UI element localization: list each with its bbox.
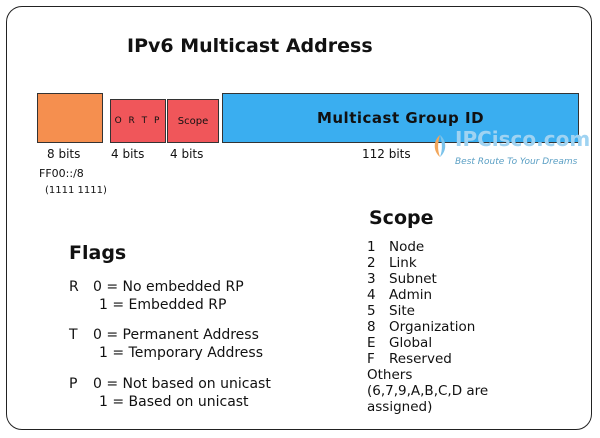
watermark-logo-icon [434, 135, 446, 157]
flag-t-one: 1 = Temporary Address [99, 345, 263, 361]
scope-name: Node [389, 239, 425, 255]
scope-row: 8 Organization [367, 319, 475, 335]
scope-code: 4 [367, 287, 376, 303]
scope-others-note: assigned) [367, 399, 433, 415]
group-id-box: Multicast Group ID [222, 93, 579, 143]
scope-name: Link [389, 255, 417, 271]
prefix-binary: (1111 1111) [45, 185, 107, 196]
flag-letter-t: T [69, 327, 78, 343]
scope-code: 2 [367, 255, 376, 271]
flag-p-zero: 0 = Not based on unicast [93, 376, 271, 392]
scope-name: Reserved [389, 351, 452, 367]
diagram-frame: IPv6 Multicast Address O R T P Scope Mul… [6, 6, 592, 430]
flags-heading: Flags [69, 242, 127, 264]
scope-row: 4 Admin [367, 287, 432, 303]
flag-letter-r: R [69, 279, 79, 295]
scope-code: 5 [367, 303, 376, 319]
watermark-brand: IPCisco.com [455, 127, 591, 151]
scope-code: 1 [367, 239, 376, 255]
scope-name: Global [389, 335, 433, 351]
scope-row: F Reserved [367, 351, 452, 367]
scope-name: Admin [389, 287, 433, 303]
scope-row: 3 Subnet [367, 271, 437, 287]
scope-others-label: Others [367, 367, 413, 383]
prefix-hex: FF00::/8 [39, 167, 84, 180]
diagram-title: IPv6 Multicast Address [127, 35, 373, 57]
scope-name: Site [389, 303, 415, 319]
flags-field-box: O R T P [110, 99, 166, 143]
group-id-label: Multicast Group ID [316, 109, 485, 127]
scope-code: 8 [367, 319, 376, 335]
scope-code: F [367, 351, 375, 367]
scope-heading: Scope [369, 207, 434, 229]
flag-p-one: 1 = Based on unicast [99, 394, 249, 410]
flag-r-zero: 0 = No embedded RP [93, 279, 244, 295]
bits-label-scope: 4 bits [170, 147, 204, 161]
bits-label-group-id: 112 bits [362, 147, 411, 161]
scope-field-label: Scope [177, 115, 209, 127]
bits-label-flags: 4 bits [111, 147, 145, 161]
scope-others-note: (6,7,9,A,B,C,D are [367, 383, 489, 399]
scope-name: Subnet [389, 271, 437, 287]
flag-letter-p: P [69, 376, 78, 392]
scope-row: 1 Node [367, 239, 424, 255]
scope-code: 3 [367, 271, 376, 287]
watermark-tagline: Best Route To Your Dreams [455, 157, 578, 167]
scope-row: 2 Link [367, 255, 417, 271]
flags-field-label: O R T P [114, 116, 162, 126]
scope-name: Organization [389, 319, 476, 335]
bits-label-prefix: 8 bits [47, 147, 81, 161]
scope-row: 5 Site [367, 303, 415, 319]
flag-t-zero: 0 = Permanent Address [93, 327, 259, 343]
scope-row: E Global [367, 335, 432, 351]
flag-r-one: 1 = Embedded RP [99, 297, 227, 313]
scope-field-box: Scope [167, 99, 219, 143]
prefix-8bit-box [37, 93, 103, 143]
scope-code: E [367, 335, 376, 351]
